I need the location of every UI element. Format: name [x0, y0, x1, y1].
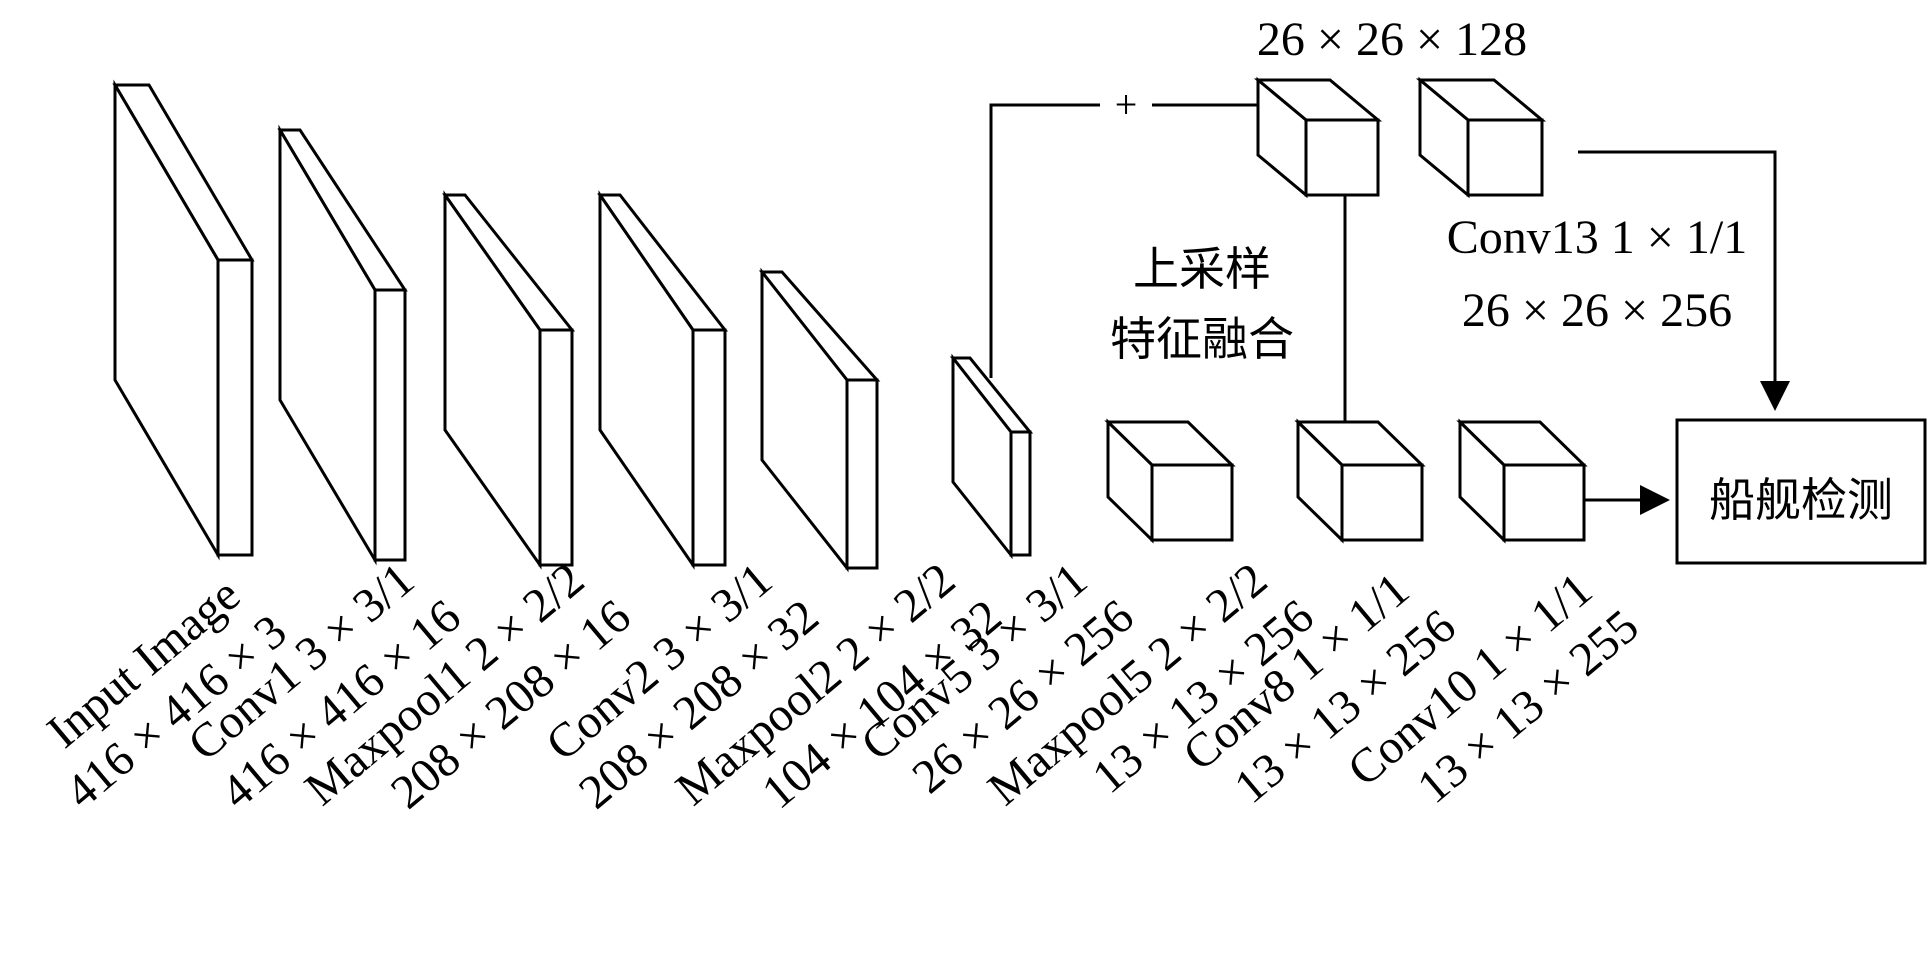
- cube-conv8: [1294, 418, 1426, 544]
- cube-upsample-26x26x128: [1253, 76, 1383, 199]
- fusion-label-line2: 特征融合: [1110, 312, 1294, 366]
- layer-maxpool1: [442, 190, 576, 570]
- conv13-to-detection-arrow: [1578, 150, 1790, 411]
- cube-maxpool5: [1104, 418, 1236, 544]
- layer-maxpool2: [758, 267, 881, 573]
- layer-conv5: [949, 353, 1034, 560]
- detection-box: [1675, 418, 1927, 565]
- cube-conv13: [1415, 76, 1547, 199]
- layer-conv1: [277, 124, 408, 566]
- fusion-label-line1: 上采样: [1133, 242, 1271, 296]
- conv13-size-label: 26 × 26 × 256: [1462, 284, 1732, 337]
- route-connector: [989, 103, 1100, 378]
- detection-label: 船舰检测: [1709, 473, 1893, 527]
- layer-input-image: [112, 79, 255, 561]
- cube-conv10: [1456, 418, 1588, 544]
- plus-sign: +: [1115, 82, 1138, 127]
- conv13-name-label: Conv13 1 × 1/1: [1447, 211, 1747, 264]
- upsample-size-label: 26 × 26 × 128: [1257, 13, 1527, 66]
- layer-conv2: [597, 190, 729, 570]
